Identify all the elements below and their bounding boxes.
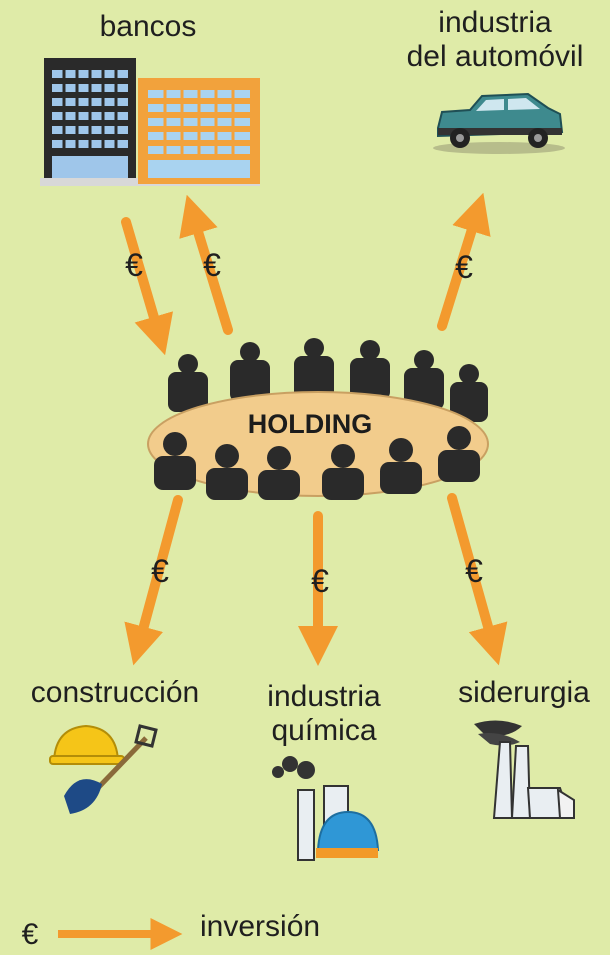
boardroom-icon [147,338,489,500]
euro-symbol: € [151,553,169,589]
label-line: industria [438,6,552,39]
euro-symbol: € [125,247,143,283]
euro-symbol: € [311,563,329,599]
label-line: química [271,714,377,747]
label-line: del automóvil [406,40,584,73]
bank-buildings-icon [40,58,260,186]
car-icon [433,92,565,154]
label-siderurgia: siderurgia [458,676,590,709]
euro-symbol: € [455,249,473,285]
chemical-plant-icon [272,756,380,861]
arrow-bancos-to-holding [121,217,174,356]
label-bancos: bancos [99,10,197,43]
legend-euro-symbol: € [22,918,39,951]
arrow-holding-to-construccion [124,495,183,666]
label-line: industria [267,680,381,713]
investment-arrows [121,192,508,666]
steel-factory-icon [474,720,575,819]
legend: € [22,918,183,951]
arrow-holding-to-siderurgia [447,493,508,666]
euro-symbol: € [465,553,483,589]
label-industria-quimica: industria química [244,680,404,748]
holding-label: HOLDING [247,409,373,439]
label-industria-automovil: industria del automóvil [382,6,608,74]
euro-symbol: € [203,247,221,283]
hard-hat-shovel-icon [49,724,158,814]
legend-label: inversión [200,910,321,943]
arrow-holding-to-automovil [437,192,491,331]
label-construccion: construcción [30,676,200,709]
arrow-holding-to-bancos [179,194,233,335]
